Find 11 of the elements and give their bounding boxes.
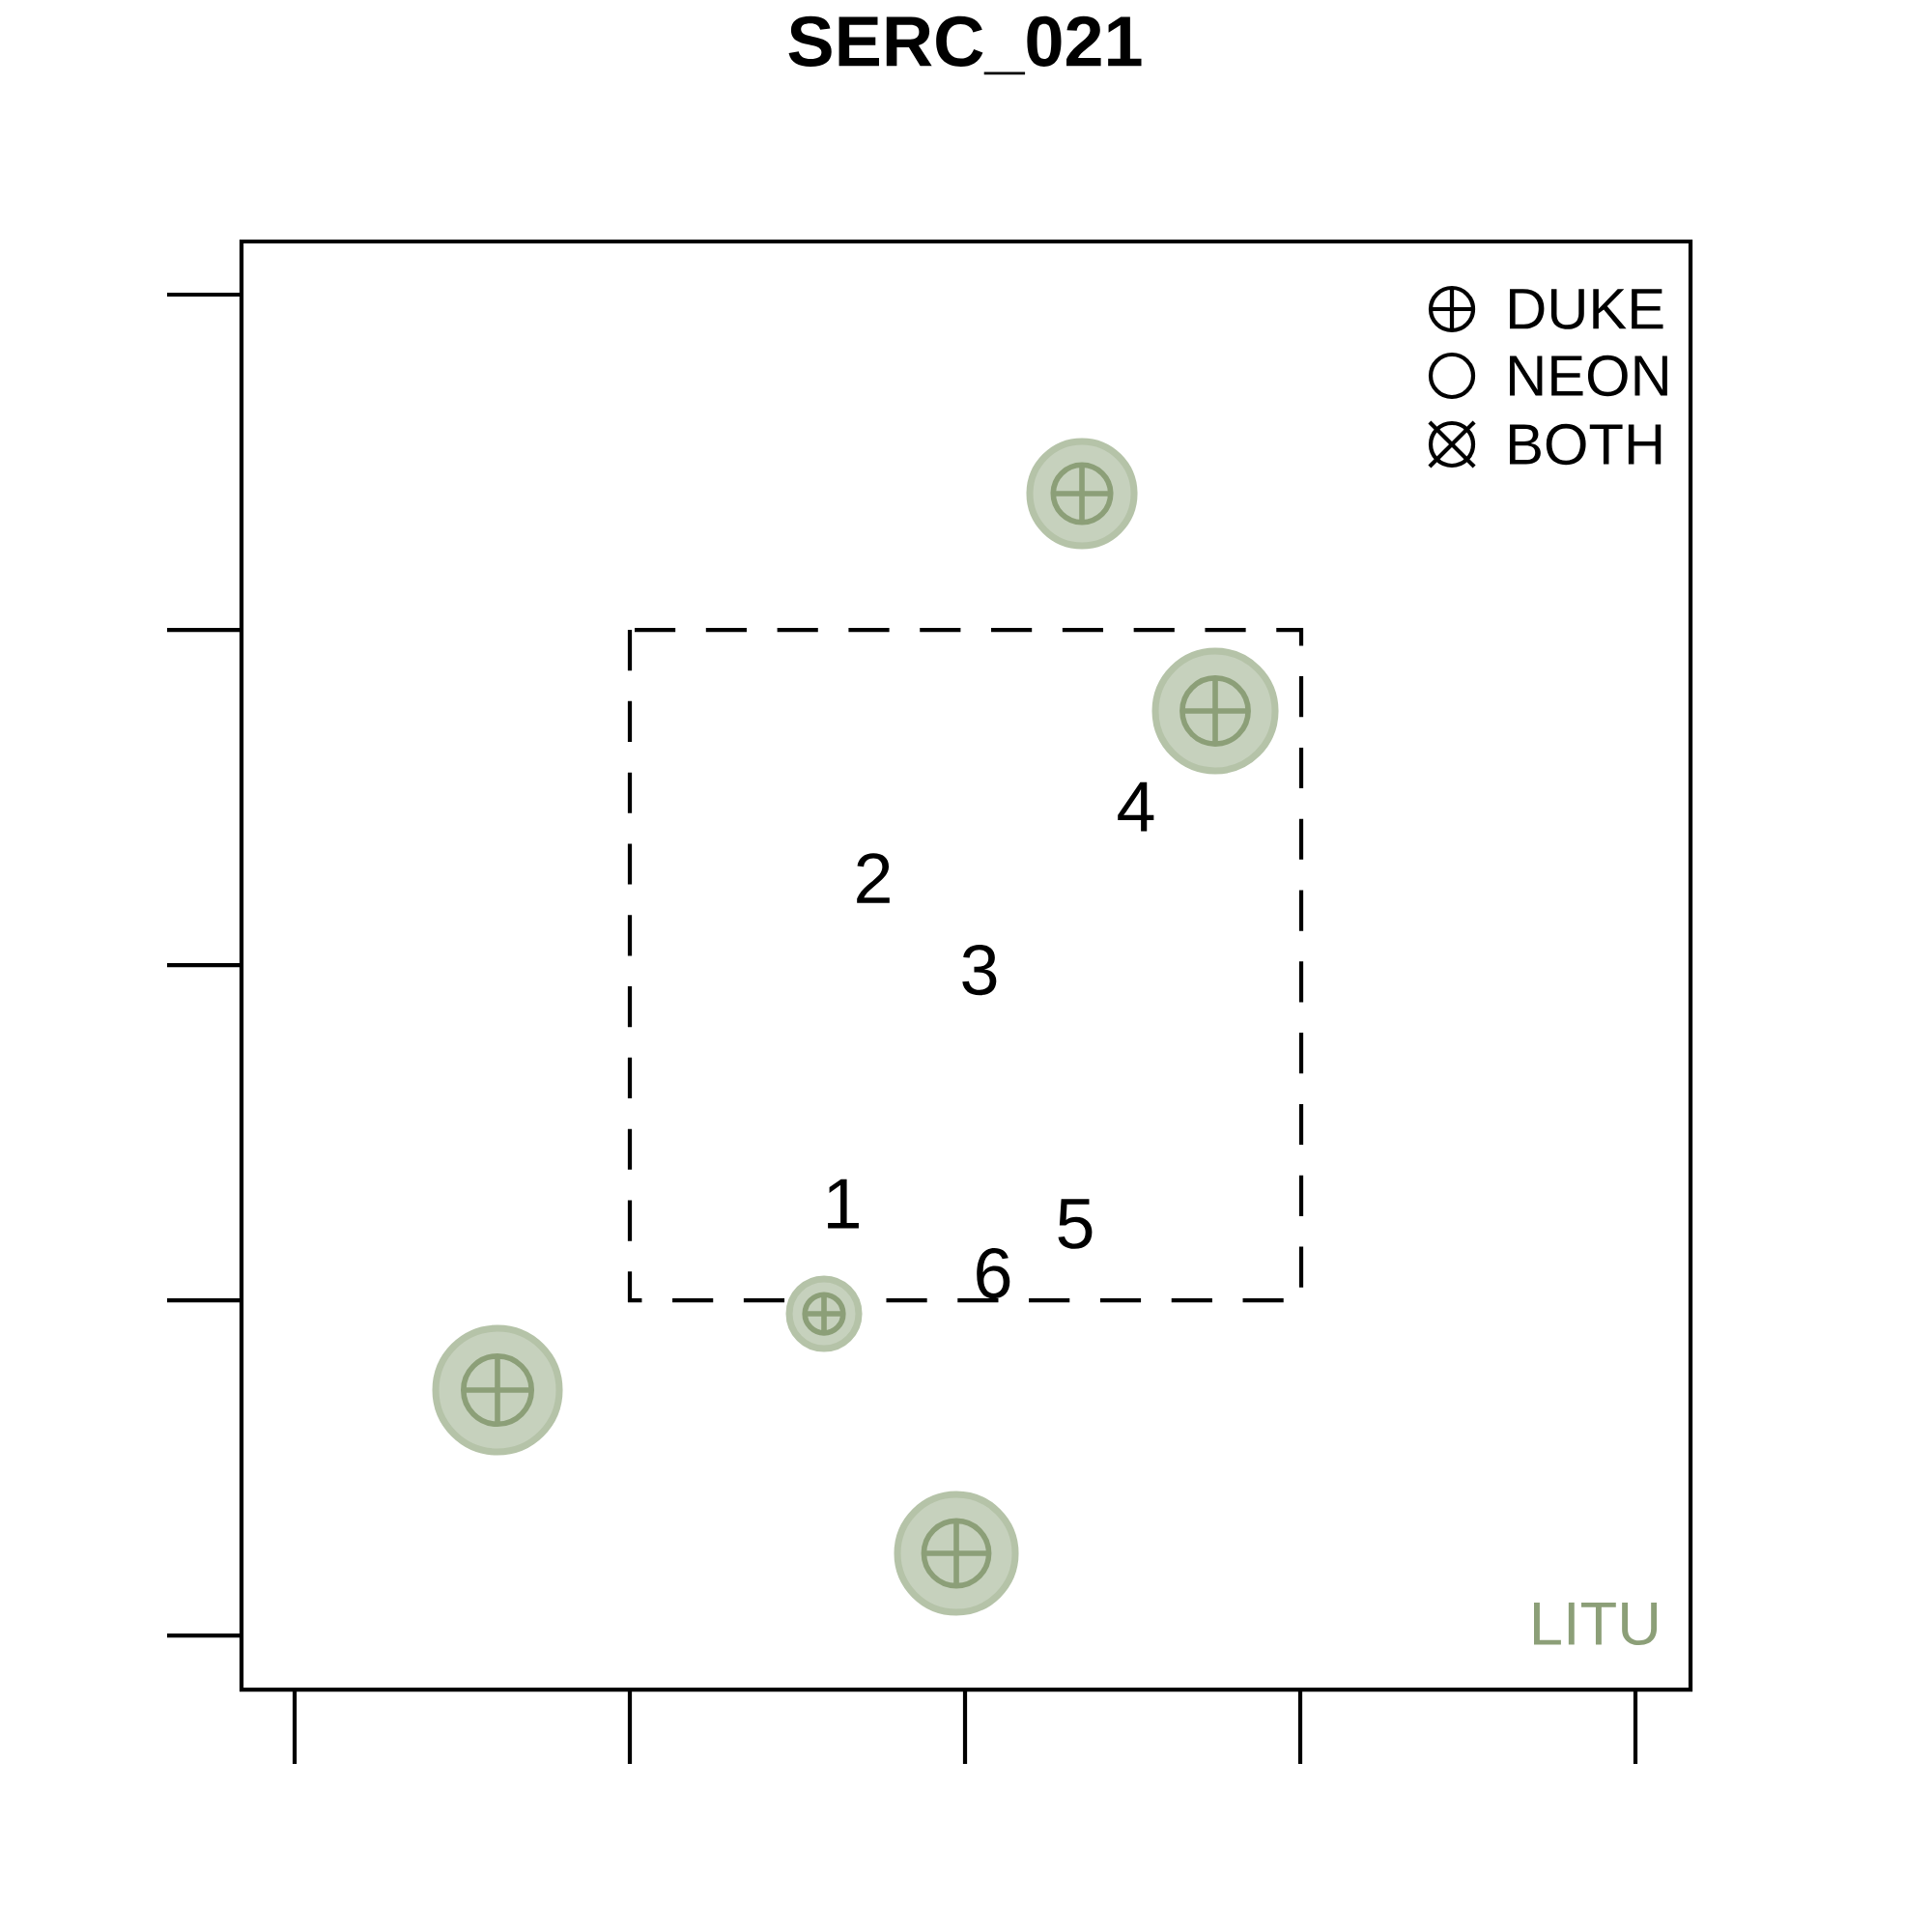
plot-number: 1 bbox=[828, 1179, 859, 1229]
species-label: LITU bbox=[1534, 1602, 1657, 1646]
chart-title: SERC_021 bbox=[788, 15, 1142, 75]
legend-label: NEON bbox=[1510, 355, 1667, 397]
legend-label: BOTH bbox=[1510, 423, 1662, 466]
plot-number: 4 bbox=[1118, 781, 1154, 832]
plot-number: 3 bbox=[962, 944, 997, 996]
plot-number: 2 bbox=[857, 853, 890, 903]
legend-label: DUKE bbox=[1510, 289, 1663, 329]
plot-number: 6 bbox=[977, 1247, 1010, 1299]
plot-number: 5 bbox=[1058, 1199, 1093, 1249]
